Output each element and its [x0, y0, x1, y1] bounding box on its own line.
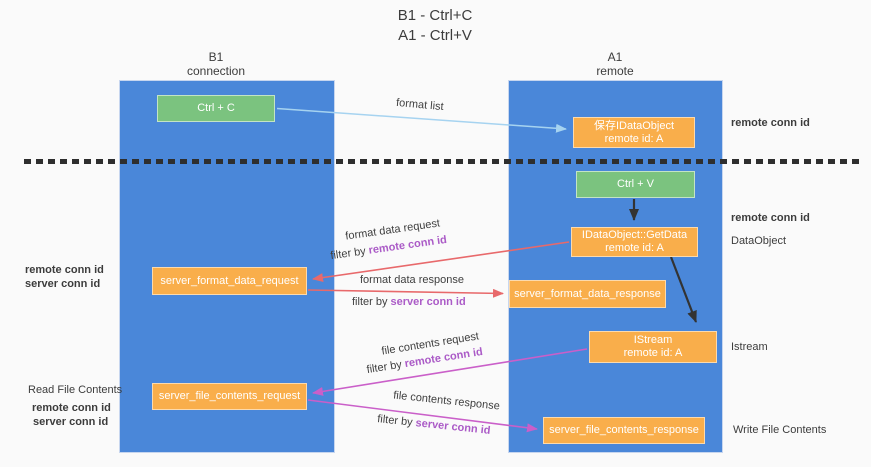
- server-conn-id-key: server conn id: [414, 417, 492, 437]
- server-conn-id-key: server conn id: [390, 296, 466, 308]
- save-idataobject-title: 保存IDataObject: [593, 119, 675, 132]
- label-file-contents-response-filter: filter by server conn id: [377, 413, 491, 437]
- left-label-read-file-contents: Read File Contents: [28, 384, 123, 396]
- lifeline-a1-role: remote: [596, 64, 634, 78]
- filter-by-text: filter by: [329, 244, 370, 263]
- left-label-server-conn-id-2: server conn id: [33, 416, 109, 428]
- diagram-title: B1 - Ctrl+C A1 - Ctrl+V: [330, 6, 540, 46]
- server-file-contents-request-label: server_file_contents_request: [158, 390, 301, 402]
- server-format-data-response-label: server_format_data_response: [514, 287, 661, 300]
- idataobject-getdata-box: IDataObject::GetData remote id: A: [571, 227, 698, 257]
- label-format-list: format list: [395, 96, 445, 114]
- ctrl-v-label: Ctrl + V: [617, 178, 654, 190]
- label-file-contents-response: file contents response: [392, 389, 501, 413]
- ctrl-v-box: Ctrl + V: [576, 171, 695, 198]
- idataobject-getdata-subtitle: remote id: A: [605, 242, 664, 254]
- istream-title: IStream: [633, 334, 673, 346]
- label-format-data-response: format data response: [360, 274, 464, 286]
- right-label-dataobject: DataObject: [731, 235, 787, 247]
- lifeline-b1-role: connection: [186, 64, 246, 78]
- ctrl-c-label: Ctrl + C: [197, 102, 235, 114]
- left-label-server-conn-id-1: server conn id: [25, 278, 101, 290]
- diagram-title-line2: A1 - Ctrl+V: [398, 27, 472, 44]
- istream-box: IStream remote id: A: [589, 331, 717, 363]
- left-label-remote-conn-id-1: remote conn id: [25, 264, 104, 276]
- label-format-data-response-filter: filter by server conn id: [352, 296, 466, 308]
- filter-by-text: filter by: [365, 358, 406, 377]
- filter-by-text: filter by: [352, 296, 391, 308]
- diagram-title-line1: B1 - Ctrl+C: [397, 7, 473, 24]
- filter-by-text: filter by: [376, 413, 417, 430]
- phase-separator-dashed-line: [24, 159, 862, 164]
- ctrl-c-box: Ctrl + C: [157, 95, 275, 122]
- server-file-contents-request-box: server_file_contents_request: [152, 383, 307, 410]
- lifeline-b1-name: B1: [208, 50, 224, 64]
- istream-subtitle: remote id: A: [623, 347, 683, 359]
- server-file-contents-response-label: server_file_contents_response: [549, 424, 699, 436]
- server-file-contents-response-box: server_file_contents_response: [543, 417, 705, 444]
- lifeline-header-b1: B1 connection: [156, 50, 276, 78]
- idataobject-getdata-title: IDataObject::GetData: [581, 229, 688, 241]
- right-label-istream: Istream: [731, 341, 768, 353]
- save-idataobject-box: 保存IDataObject remote id: A: [573, 117, 695, 148]
- server-format-data-request-label: server_format_data_request: [160, 274, 299, 287]
- right-label-write-file-contents: Write File Contents: [733, 424, 827, 436]
- left-label-remote-conn-id-2: remote conn id: [32, 402, 111, 414]
- arrow-format-data-response: [307, 288, 504, 298]
- right-label-remote-conn-id-mid: remote conn id: [731, 212, 810, 224]
- server-format-data-response-box: server_format_data_response: [509, 280, 666, 308]
- server-format-data-request-box: server_format_data_request: [152, 267, 307, 295]
- right-label-remote-conn-id-top: remote conn id: [731, 117, 810, 129]
- lifeline-header-a1: A1 remote: [555, 50, 675, 78]
- lifeline-a1-name: A1: [607, 50, 623, 64]
- save-idataobject-subtitle: remote id: A: [604, 132, 664, 145]
